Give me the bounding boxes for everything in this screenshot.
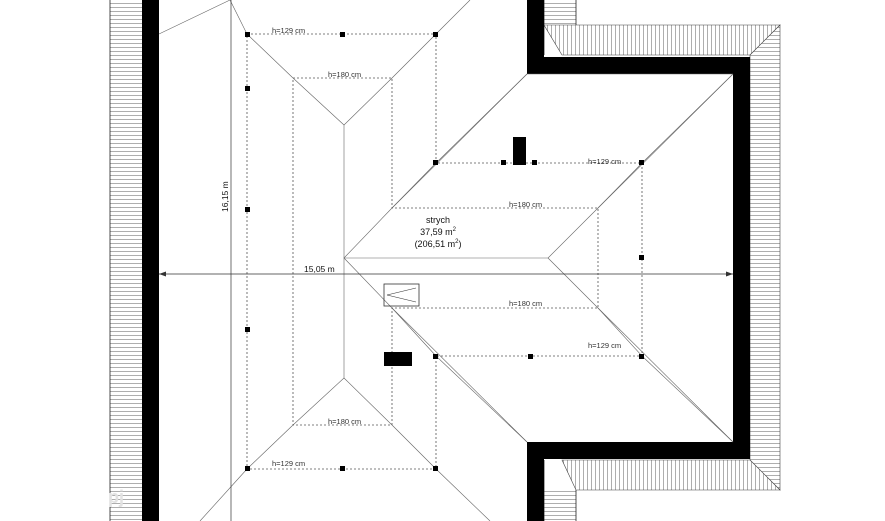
watermark-logo: pj (108, 487, 124, 507)
height-label-wing-inner-top: h=180 cm (509, 200, 542, 209)
height-label-top-outer: h=129 cm (272, 26, 305, 35)
roof-ridges (158, 0, 734, 521)
height-label-bottom-inner: h=180 cm (328, 417, 361, 426)
right-eave-bottom (543, 459, 781, 521)
roof-hatch (383, 283, 420, 307)
right-eave-top (543, 0, 781, 56)
inner-height-line (292, 77, 599, 426)
height-dimension-label: 16,15 m (220, 181, 230, 212)
right-wing-walls (527, 0, 750, 521)
vent-stack (384, 352, 412, 366)
room-name: strych (426, 215, 450, 225)
right-eave-side (749, 24, 781, 491)
width-dimension-label: 15,05 m (304, 264, 335, 274)
width-dimension (159, 271, 733, 277)
room-total-area: (206,51 m2) (415, 239, 462, 249)
left-wall (142, 0, 159, 521)
height-label-wing-outer-top: h=129 cm (588, 157, 621, 166)
chimney (513, 137, 526, 165)
posts (245, 32, 644, 471)
height-label-wing-outer-bottom: h=129 cm (588, 341, 621, 350)
left-eave (109, 0, 142, 521)
outer-height-line (246, 33, 643, 470)
room-area: 37,59 m2 (420, 227, 457, 237)
height-label-bottom-outer: h=129 cm (272, 459, 305, 468)
height-label-top-inner: h=180 cm (328, 70, 361, 79)
height-label-wing-inner-bottom: h=180 cm (509, 299, 542, 308)
